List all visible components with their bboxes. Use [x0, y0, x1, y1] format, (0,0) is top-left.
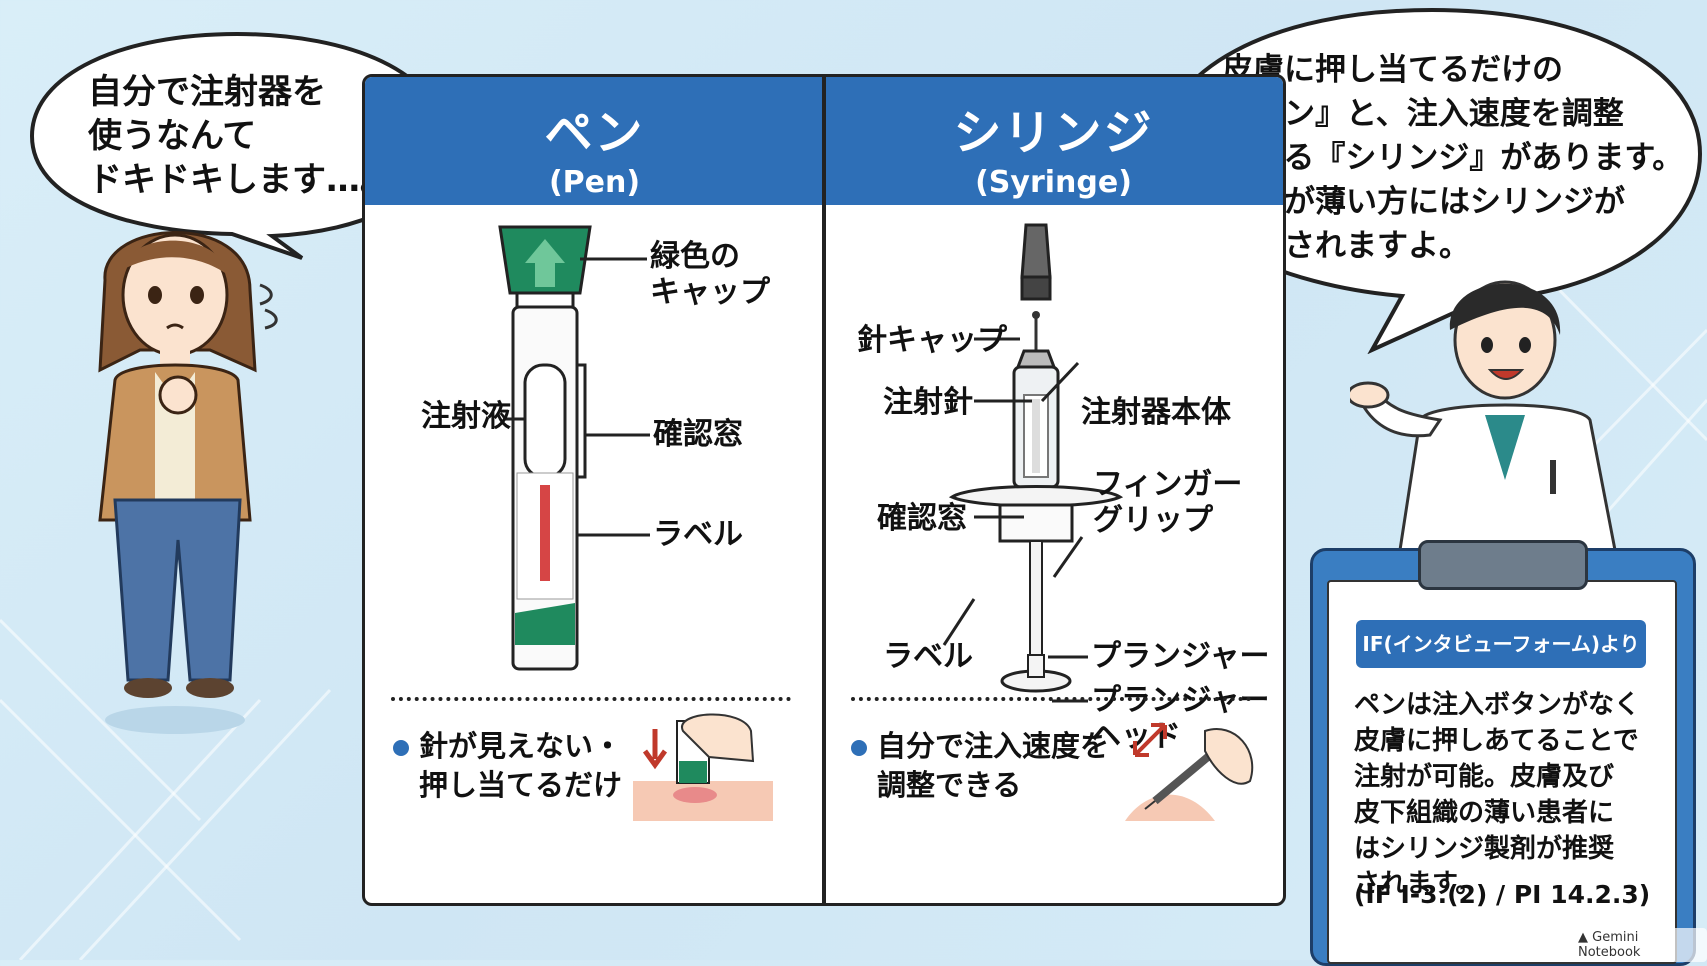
pen-cap-label-line: 緑色の [650, 239, 740, 274]
pen-header: ペン (Pen) [365, 77, 824, 205]
column-divider [822, 77, 826, 903]
syringe-bullet: 自分で注入速度を 調整できる [851, 727, 1109, 805]
if-body-line: はシリンジ製剤が推奨 [1354, 833, 1615, 864]
if-body-line: 注射が可能。皮膚及び [1354, 761, 1615, 792]
bullet-dot-icon [393, 740, 409, 756]
if-body-line: 皮膚に押しあてることで [1354, 725, 1639, 756]
syringe-label-label: ラベル [883, 639, 973, 674]
doctor-bubble-line: 皮膚に押し当てるだけの [1222, 52, 1563, 88]
pen-injection-illustration [633, 713, 773, 821]
pen-cap-label: 緑色の キャップ [650, 239, 770, 311]
pen-title: ペン [544, 105, 645, 161]
woman-bubble-line: 使うなんて [88, 116, 257, 157]
syringe-header: シリンジ (Syringe) [824, 77, 1283, 205]
notebook-icon: ▲ [1578, 930, 1588, 945]
syringe-needle-cap-label: 針キャップ [857, 323, 1007, 358]
comparison-panel: ペン (Pen) シリンジ (Syringe) 緑色の キャップ 注射液 確認窓… [362, 74, 1286, 906]
syringe-bullet-line: 自分で注入速度を [877, 729, 1110, 763]
syringe-subtitle: (Syringe) [975, 165, 1132, 200]
pen-cap-label-line: キャップ [650, 275, 770, 310]
footer-brand: ▲ Gemini Notebook [1572, 928, 1707, 962]
syringe-dotted-separator [851, 697, 1251, 701]
pen-label-label: ラベル [653, 517, 743, 552]
syringe-finger-grip-line: フィンガー [1093, 467, 1243, 502]
syringe-bullet-line: 調整できる [877, 768, 1022, 803]
doctor-bubble-line: 『ペン』と、注入速度を調整 [1222, 96, 1624, 133]
pen-bullet-line: 押し当てるだけ [419, 768, 623, 803]
pen-subtitle: (Pen) [548, 165, 641, 200]
bullet-dot-icon [851, 740, 867, 756]
if-body-text: ペンは注入ボタンがなく 皮膚に押しあてることで 注射が可能。皮膚及び 皮下組織の… [1354, 688, 1654, 903]
if-body-line: されます。 [1354, 869, 1482, 900]
syringe-needle-label: 注射針 [883, 385, 973, 420]
worried-woman-illustration [98, 231, 278, 734]
pen-liquid-label: 注射液 [421, 399, 511, 434]
syringe-plunger-label: プランジャー [1091, 639, 1270, 674]
if-source-badge: IF(インタビューフォーム)より [1356, 620, 1646, 668]
clipboard-clamp [1418, 540, 1588, 590]
syringe-finger-grip-line: グリップ [1093, 503, 1213, 538]
syringe-body-label: 注射器本体 [1081, 395, 1231, 430]
syringe-title: シリンジ [953, 105, 1154, 161]
woman-bubble-text: 自分で注射器を 使うなんて ドキドキします…。 [88, 70, 394, 203]
syringe-injection-illustration [1125, 723, 1254, 821]
doctor-bubble-text: 皮膚に押し当てるだけの 『ペン』と、注入速度を調整 できる『シリンジ』があります… [1222, 48, 1683, 268]
syringe-diagram [942, 223, 1124, 703]
if-body-line: 皮下組織の薄い患者に [1354, 797, 1615, 828]
footer-brand-text: Gemini Notebook [1578, 930, 1641, 960]
syringe-window-label: 確認窓 [877, 501, 967, 536]
pen-diagram [498, 225, 650, 671]
pen-dotted-separator [391, 697, 791, 701]
if-reference: (IF I-3.(2) / PI 14.2.3) [1354, 880, 1651, 909]
doctor-bubble-line: できる『シリンジ』があります。 [1222, 140, 1684, 177]
pen-bullet-line: 針が見えない・ [419, 729, 623, 763]
doctor-bubble-line: 皮膚が薄い方にはシリンジが [1222, 184, 1625, 221]
woman-bubble-line: ドキドキします…。 [88, 160, 394, 201]
woman-bubble-line: 自分で注射器を [88, 72, 326, 112]
pen-window-label: 確認窓 [653, 417, 743, 452]
pen-bullet: 針が見えない・ 押し当てるだけ [393, 727, 622, 805]
if-body-line: ペンは注入ボタンがなく [1354, 690, 1641, 720]
syringe-finger-grip-label: フィンガー グリップ [1093, 467, 1242, 539]
doctor-illustration [1350, 280, 1617, 550]
